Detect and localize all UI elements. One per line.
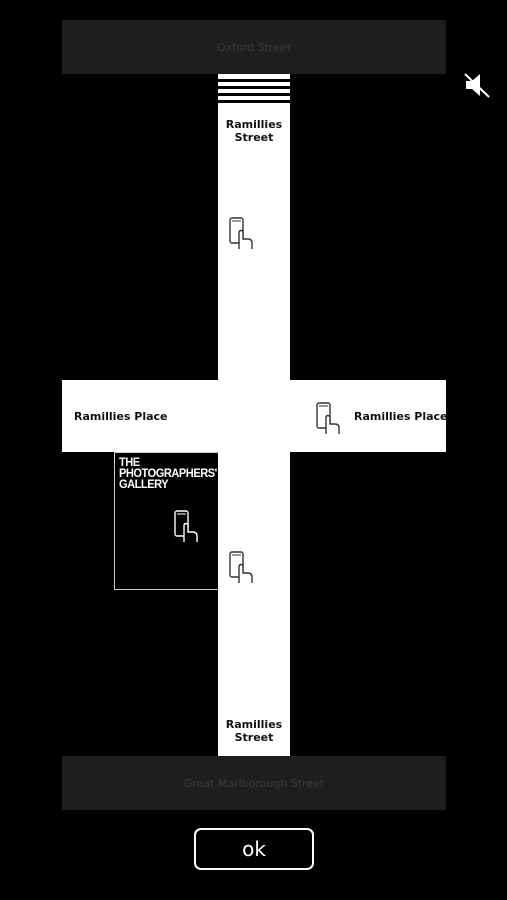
- ramillies-street-label-bottom: Ramillies Street: [225, 718, 283, 744]
- great-marlborough-street-label: Great Marlborough Street: [183, 776, 325, 790]
- phone-tap-icon: [316, 402, 340, 434]
- phone-tap-point-east[interactable]: [315, 402, 343, 436]
- photographers-gallery-building: [114, 452, 218, 590]
- speaker-muted-icon: [464, 73, 490, 98]
- ok-button-label: ok: [242, 837, 266, 861]
- photographers-gallery-logo: THE PHOTOGRAPHERS' GALLERY: [119, 455, 217, 491]
- phone-tap-icon: [174, 510, 198, 542]
- oxford-street-label: Oxford Street: [216, 40, 291, 54]
- great-marlborough-street-band: Great Marlborough Street: [62, 756, 446, 810]
- mute-button[interactable]: [462, 70, 492, 100]
- phone-tap-point-gallery[interactable]: [173, 510, 201, 544]
- ramillies-street-label-top: Ramillies Street: [225, 118, 283, 144]
- phone-tap-icon: [229, 217, 253, 249]
- ramillies-place-road: [62, 380, 446, 452]
- ramillies-place-label-right: Ramillies Place: [354, 410, 448, 423]
- phone-tap-point-north[interactable]: [228, 217, 256, 251]
- oxford-street-band: Oxford Street: [62, 20, 446, 74]
- ok-button[interactable]: ok: [194, 828, 314, 870]
- phone-tap-point-south[interactable]: [228, 551, 256, 585]
- crosswalk: [218, 74, 290, 103]
- ramillies-place-label-left: Ramillies Place: [74, 410, 168, 423]
- phone-tap-icon: [229, 551, 253, 583]
